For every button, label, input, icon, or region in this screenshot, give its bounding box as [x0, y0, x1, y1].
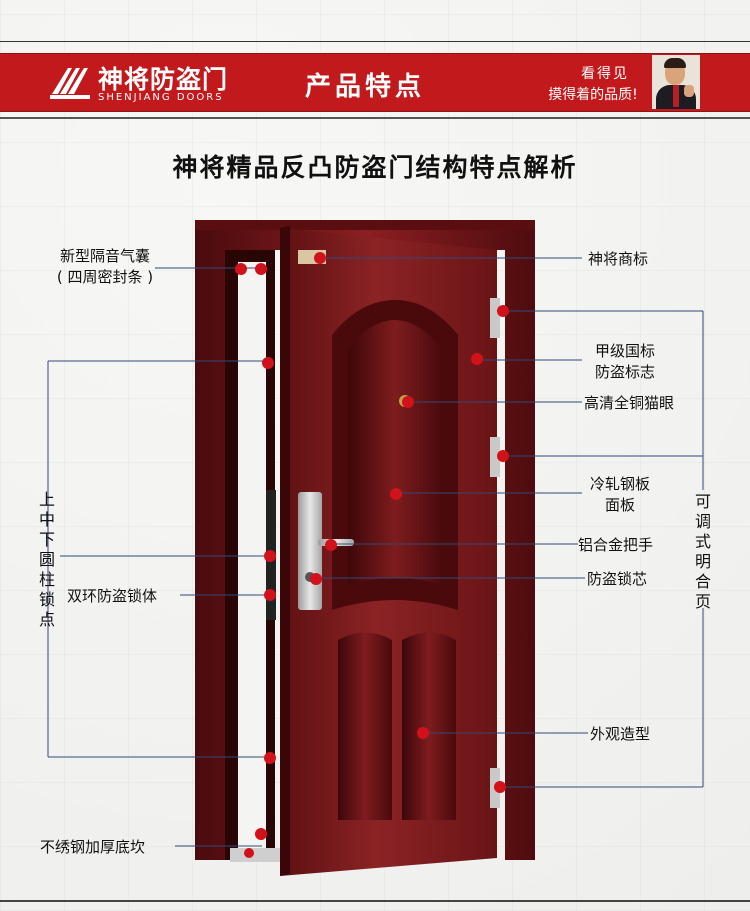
- spokesperson-photo: [652, 55, 700, 109]
- slogan-line-1: 看得见: [581, 66, 629, 82]
- label-lock-cylinder: 防盗锁芯: [587, 570, 648, 588]
- label-hinge: 可调式明合页: [694, 492, 711, 611]
- hinge-top: [490, 298, 500, 338]
- top-divider: [0, 41, 750, 42]
- brand-name-english: SHENJIANG DOORS: [98, 92, 224, 103]
- upper-panel: [348, 320, 442, 585]
- page-title: 神将精品反凸防盗门结构特点解析: [172, 153, 578, 182]
- slogan-line-2: 摸得着的品质!: [548, 87, 638, 103]
- label-appearance: 外观造型: [590, 725, 651, 743]
- label-certification-sub: 防盗标志: [594, 363, 655, 381]
- label-seal-sub: ( 四周密封条 ): [56, 268, 154, 286]
- brand-logo-icon: [50, 68, 90, 99]
- label-peephole: 高清全铜猫眼: [584, 394, 675, 412]
- label-brand: 神将商标: [588, 250, 649, 268]
- lower-left-panel: [338, 632, 392, 820]
- label-certification: 甲级国标: [594, 342, 655, 360]
- header-banner: 神将防盗门 SHENJIANG DOORS 产品特点 看得见 摸得着的品质!: [0, 53, 750, 112]
- hinge-middle: [490, 437, 500, 477]
- section-title: 产品特点: [305, 72, 426, 102]
- label-steel-panel: 冷轧钢板: [589, 475, 650, 493]
- header-divider: [0, 117, 750, 119]
- label-threshold: 不绣钢加厚底坎: [40, 838, 146, 856]
- label-lock-body: 双环防盗锁体: [67, 587, 158, 605]
- label-handle: 铝合金把手: [578, 536, 654, 554]
- lower-right-panel: [402, 632, 456, 820]
- bottom-divider: [0, 900, 750, 902]
- label-seal: 新型隔音气囊: [59, 247, 150, 265]
- label-column-locks: 上中下圆柱锁点: [38, 490, 55, 629]
- brand-name: 神将防盗门: [98, 65, 229, 94]
- label-steel-panel-sub: 面板: [604, 496, 635, 514]
